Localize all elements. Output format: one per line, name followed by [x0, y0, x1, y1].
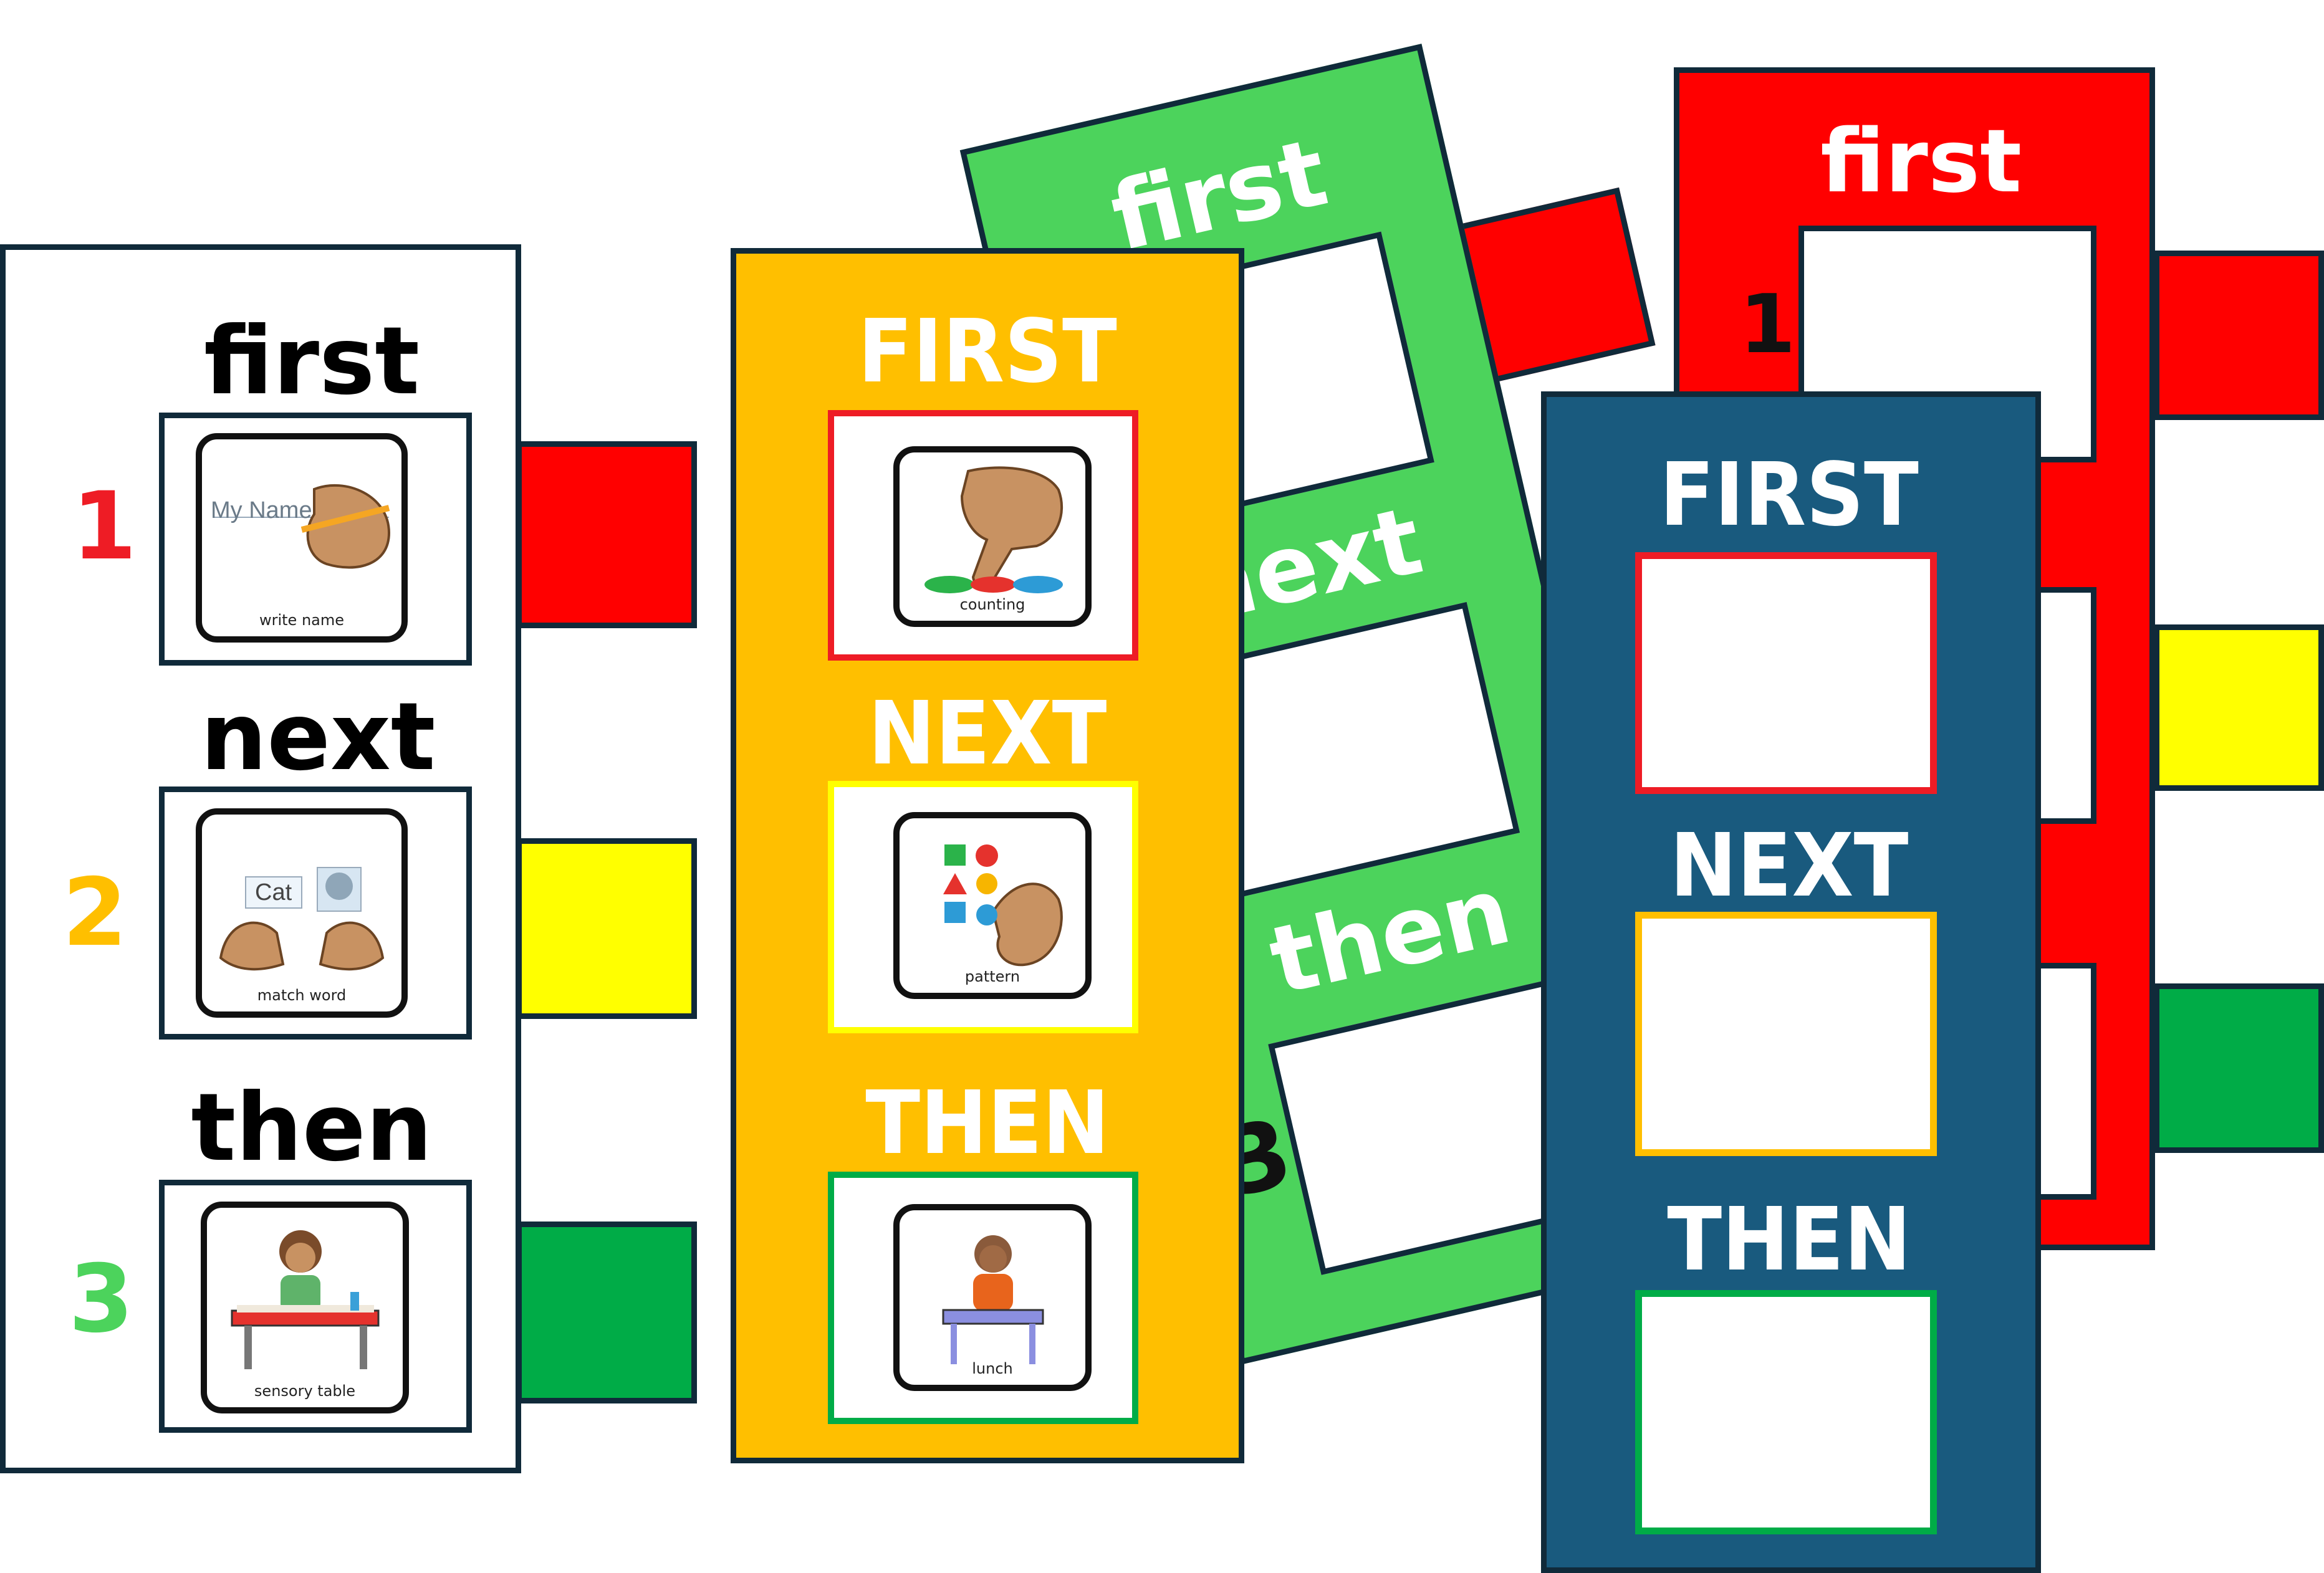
orange-board-slot-next[interactable]: pattern	[828, 781, 1138, 1033]
white-board-number-1: 1	[72, 472, 137, 581]
orange-card-lunch-caption: lunch	[972, 1360, 1013, 1377]
white-board-tab-red[interactable]	[516, 441, 697, 628]
white-card-match-word[interactable]: Cat match word	[196, 808, 408, 1018]
matching-word-icon	[219, 867, 385, 971]
white-card-write-name-text: My Name	[211, 497, 312, 524]
orange-board-label-first: FIRST	[858, 301, 1117, 403]
orange-board-slot-then[interactable]: lunch	[828, 1172, 1138, 1424]
white-card-write-name[interactable]: My Name write name	[196, 433, 408, 643]
shape-pattern-icon	[943, 844, 1063, 967]
red-board-tab-green[interactable]	[2154, 983, 2324, 1153]
red-board-number-1: 1	[1739, 277, 1796, 371]
orange-card-pattern-caption: pattern	[964, 968, 1020, 985]
navy-board-label-first: FIRST	[1659, 444, 1919, 546]
white-board-tab-yellow[interactable]	[516, 838, 697, 1019]
orange-board-label-next: NEXT	[868, 683, 1107, 785]
finger-counting-icon	[924, 466, 1063, 593]
white-card-match-word-text: Cat	[255, 879, 292, 906]
orange-card-pattern[interactable]: pattern	[893, 812, 1092, 999]
white-card-sensory-table[interactable]: sensory table	[201, 1202, 409, 1413]
white-board-label-first: first	[203, 307, 420, 416]
white-board-number-2: 2	[62, 859, 128, 967]
red-board-tab-red[interactable]	[2154, 251, 2324, 420]
red-board-tab-yellow[interactable]	[2154, 624, 2324, 791]
orange-board-label-then: THEN	[865, 1073, 1110, 1174]
white-board-label-next: next	[200, 683, 436, 791]
child-eating-lunch-icon	[942, 1235, 1044, 1364]
white-board-slot-then[interactable]: sensory table	[159, 1180, 472, 1433]
orange-card-counting-caption: counting	[959, 596, 1025, 613]
white-card-match-word-caption: match word	[257, 987, 347, 1004]
orange-board-slot-first[interactable]: counting	[828, 410, 1138, 661]
navy-board-slot-then[interactable]	[1635, 1290, 1937, 1534]
sensory-table-icon	[231, 1230, 380, 1369]
navy-board-label-next: NEXT	[1669, 815, 1909, 917]
white-board-tab-green[interactable]	[516, 1222, 697, 1403]
hand-writing-name-icon	[214, 484, 391, 569]
white-board-number-3: 3	[69, 1245, 134, 1354]
navy-board-slot-next[interactable]	[1635, 912, 1937, 1156]
orange-card-counting[interactable]: counting	[893, 446, 1092, 627]
white-card-write-name-caption: write name	[259, 611, 345, 629]
white-board-slot-first[interactable]: My Name write name	[159, 413, 472, 666]
white-card-sensory-table-caption: sensory table	[254, 1382, 356, 1400]
white-board-slot-next[interactable]: Cat match word	[159, 787, 472, 1040]
orange-card-lunch[interactable]: lunch	[893, 1204, 1092, 1391]
red-board-label-first: first	[1820, 111, 2022, 213]
white-board-label-then: then	[191, 1074, 433, 1182]
navy-board-label-then: THEN	[1667, 1189, 1911, 1291]
navy-board-slot-first[interactable]	[1635, 552, 1937, 794]
